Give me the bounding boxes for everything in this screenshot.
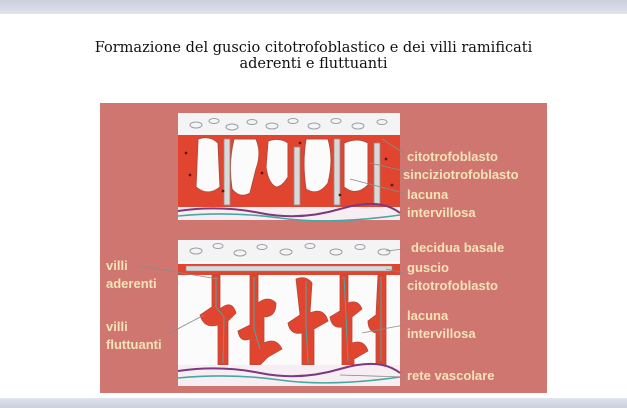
top-bar (0, 0, 627, 14)
vessel-teal-bottom (177, 375, 401, 384)
placenta-illustration (100, 103, 547, 393)
title-line-1: Formazione del guscio citotrofoblastico … (94, 40, 533, 56)
decidua-band-bottom (178, 240, 400, 262)
label-rete-vascolare: rete vascolare (407, 368, 495, 383)
label-decidua-basale: decidua basale (411, 240, 505, 255)
vessel-purple-bottom (177, 362, 401, 378)
pointers-top (349, 138, 405, 194)
pointers-bottom (139, 248, 405, 378)
decidua-band-top (178, 113, 400, 135)
villi-cores-bottom (215, 276, 382, 364)
slide-title: Formazione del guscio citotrofoblastico … (20, 40, 607, 72)
label-lacuna-top-2: intervillosa (407, 205, 476, 220)
vessel-purple-top (177, 202, 401, 218)
title-line-2: aderenti e fluttuanti (239, 56, 388, 72)
label-guscio-1: guscio (407, 260, 449, 275)
bottom-diagram (139, 240, 405, 386)
shell-cyto (185, 265, 393, 272)
figure-panel: citotrofoblasto sinciziotrofoblasto lacu… (100, 103, 547, 393)
label-citotrofoblasto: citotrofoblasto (407, 149, 498, 164)
cyto-columns-top (223, 138, 381, 206)
cells-top (184, 141, 394, 197)
vessel-teal-top (177, 213, 401, 222)
label-villi-aderenti-1: villi (106, 258, 128, 273)
decidua-cells-top (189, 118, 388, 131)
label-lacuna-top-1: lacuna (407, 187, 449, 202)
bottom-bar (0, 398, 627, 408)
lacunae-top (195, 137, 369, 196)
label-sinciziotrofoblasto: sinciziotrofoblasto (403, 167, 519, 182)
label-lacuna-bottom-1: lacuna (407, 308, 449, 323)
decidua-cells-bottom (189, 243, 391, 257)
label-villi-fluttuanti-1: villi (106, 319, 128, 334)
top-diagram (177, 113, 405, 222)
label-guscio-2: citotrofoblasto (407, 278, 498, 293)
label-lacuna-bottom-2: intervillosa (407, 326, 476, 341)
label-villi-aderenti-2: aderenti (106, 276, 157, 291)
label-villi-fluttuanti-2: fluttuanti (106, 337, 162, 352)
